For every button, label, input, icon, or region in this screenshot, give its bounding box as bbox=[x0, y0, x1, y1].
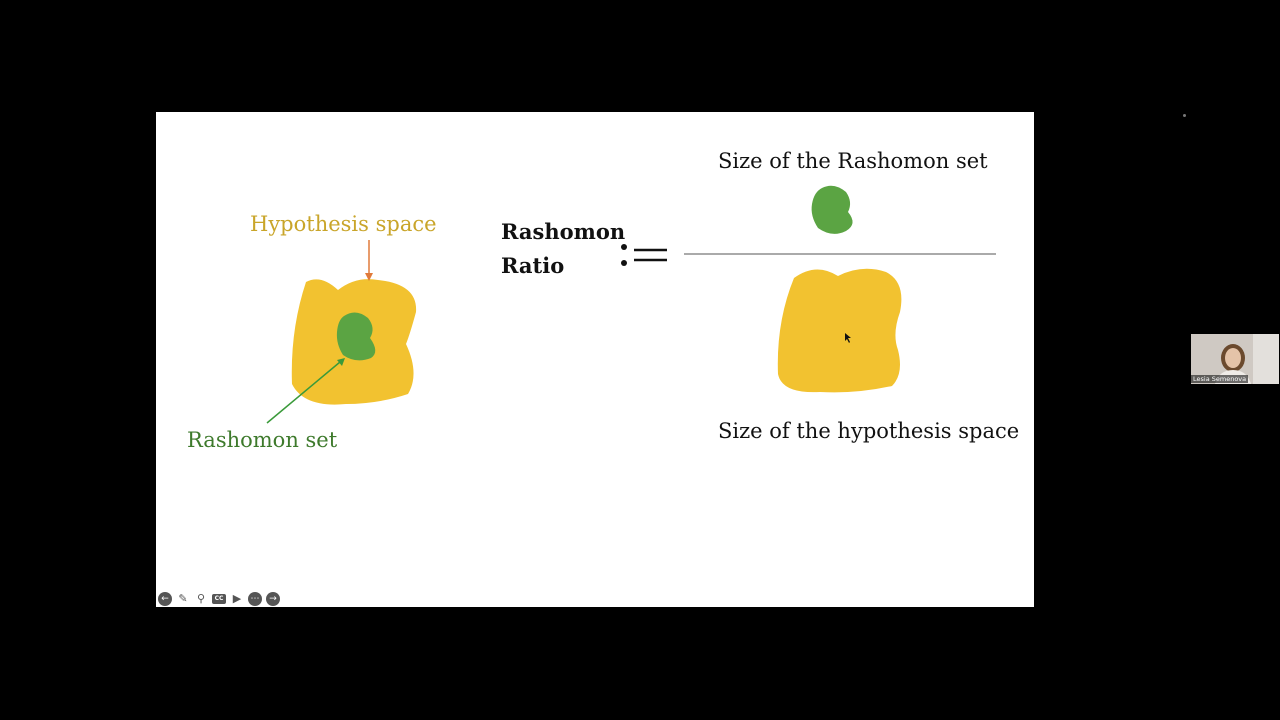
rashomon-arrow-head bbox=[337, 358, 345, 366]
hypothesis-arrow-head bbox=[365, 273, 373, 281]
rashomon-set-blob bbox=[336, 312, 376, 361]
slide-figures bbox=[266, 185, 996, 424]
hypothesis-space-label: Hypothesis space bbox=[250, 212, 437, 236]
numerator-label: Size of the Rashomon set bbox=[718, 149, 988, 173]
rashomon-set-label: Rashomon set bbox=[187, 428, 338, 452]
colon-dot-top bbox=[621, 244, 627, 250]
arrow-left-icon[interactable]: ← bbox=[158, 592, 172, 606]
zoom-icon[interactable]: ⚲ bbox=[196, 592, 206, 605]
presentation-slide: Hypothesis space Rashomon set Rashomon R… bbox=[156, 112, 1034, 607]
participant-name: Lesia Semenova bbox=[1191, 375, 1249, 383]
pen-icon[interactable]: ✎ bbox=[178, 592, 188, 605]
status-dot bbox=[1183, 114, 1186, 117]
slideshow-toolbar: ← ✎ ⚲ CC ▶ ⋯ → bbox=[156, 591, 280, 607]
ratio-title-line1: Rashomon bbox=[501, 219, 626, 244]
rashomon-arrow-line bbox=[266, 361, 341, 424]
numerator-rashomon-blob bbox=[811, 185, 853, 234]
ratio-title-line2: Ratio bbox=[501, 253, 565, 278]
arrow-right-icon[interactable]: → bbox=[266, 592, 280, 606]
more-icon[interactable]: ⋯ bbox=[248, 592, 262, 606]
captions-icon[interactable]: CC bbox=[212, 594, 226, 604]
denominator-hypothesis-blob bbox=[777, 268, 902, 393]
webcam-thumbnail[interactable]: Lesia Semenova bbox=[1191, 334, 1279, 384]
colon-dot-bottom bbox=[621, 260, 627, 266]
mouse-cursor bbox=[845, 333, 851, 343]
denominator-label: Size of the hypothesis space bbox=[718, 419, 1020, 443]
video-icon[interactable]: ▶ bbox=[232, 592, 242, 605]
